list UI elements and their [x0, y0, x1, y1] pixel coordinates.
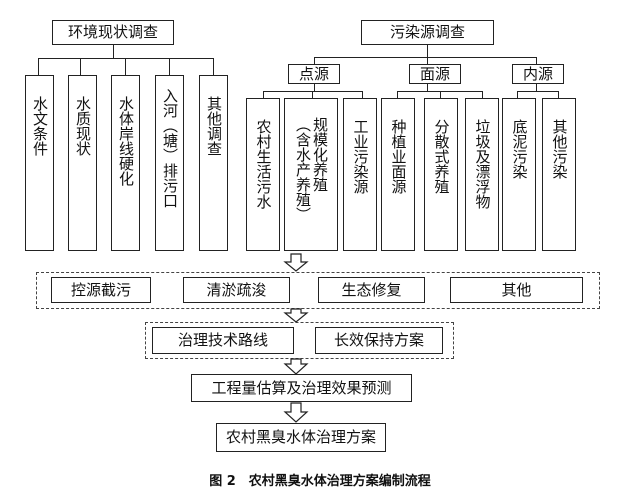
- down-arrow-icon: [283, 402, 309, 423]
- pollution-item-label: 垃圾及漂浮物: [473, 119, 492, 209]
- point-source-box: 点源: [288, 64, 340, 84]
- connector-line: [362, 91, 364, 99]
- survey-item-label: 水体岸线硬化: [117, 96, 135, 186]
- connector-line: [312, 91, 314, 99]
- connector-line: [314, 57, 316, 65]
- survey-item-outfall: 入河（塘）排污口: [155, 75, 184, 251]
- pollution-item-other: 其他污染: [542, 98, 576, 251]
- connector-line: [314, 83, 316, 91]
- connector-line: [427, 44, 429, 57]
- pollution-item-planting: 种植业面源: [381, 98, 415, 251]
- measures-group: [36, 272, 600, 309]
- survey-item-water-quality: 水质现状: [68, 75, 97, 251]
- figure-caption: 图 2 农村黑臭水体治理方案编制流程: [209, 474, 431, 489]
- pollution-item-label: 农村生活污水: [254, 119, 273, 209]
- survey-item-label: 其他调查: [205, 96, 223, 156]
- pollution-item-sediment: 底泥污染: [502, 98, 536, 251]
- survey-item-label: 水文条件: [31, 96, 49, 156]
- pollution-item-label: 种植业面源: [389, 119, 408, 194]
- pollution-item-label: 工业污染源: [351, 119, 370, 194]
- connector-line: [517, 91, 559, 93]
- estimate-box: 工程量估算及治理效果预测: [191, 374, 412, 402]
- connector-line: [558, 91, 560, 99]
- env-survey-title: 环境现状调查: [52, 20, 174, 45]
- connector-line: [536, 83, 538, 91]
- pollution-item-rural-sewage: 农村生活污水: [246, 98, 280, 251]
- survey-item-shoreline: 水体岸线硬化: [111, 75, 140, 251]
- connector-line: [440, 91, 442, 99]
- pollution-item-label: 分散式养殖: [432, 119, 451, 194]
- connector-line: [517, 91, 519, 99]
- pollution-item-label: 其他污染: [550, 119, 569, 179]
- connector-line: [125, 58, 127, 76]
- technical-route-box: 治理技术路线: [152, 327, 294, 354]
- connector-line: [397, 91, 399, 99]
- down-arrow-icon: [283, 358, 309, 375]
- pollution-item-label: 规模化养殖（含水产养殖）: [294, 117, 329, 222]
- connector-line: [113, 44, 115, 58]
- internal-source-box: 内源: [512, 64, 564, 84]
- measure-source-control: 控源截污: [51, 277, 151, 303]
- down-arrow-icon: [283, 308, 309, 323]
- connector-line: [169, 58, 171, 76]
- connector-line: [427, 83, 429, 91]
- survey-item-label: 水质现状: [74, 96, 92, 156]
- final-plan-box: 农村黑臭水体治理方案: [216, 423, 386, 452]
- connector-line: [80, 58, 82, 76]
- nonpoint-source-box: 面源: [409, 64, 461, 84]
- pollution-item-industrial: 工业污染源: [343, 98, 377, 251]
- survey-item-other: 其他调查: [199, 75, 228, 251]
- connector-line: [314, 57, 536, 59]
- pollution-survey-title: 污染源调查: [361, 20, 494, 45]
- connector-line: [213, 58, 215, 76]
- measure-other: 其他: [450, 277, 583, 303]
- long-term-plan-box: 长效保持方案: [315, 327, 443, 354]
- connector-line: [427, 57, 429, 65]
- survey-item-label: 入河（塘）排污口: [161, 88, 179, 208]
- down-arrow-icon: [283, 253, 309, 272]
- measure-dredging: 清淤疏浚: [183, 277, 290, 303]
- connector-line: [38, 58, 40, 76]
- connector-line: [536, 57, 538, 65]
- survey-item-hydrology: 水文条件: [25, 75, 54, 251]
- pollution-item-label: 底泥污染: [510, 119, 529, 179]
- connector-line: [482, 91, 484, 99]
- connector-line: [263, 91, 265, 99]
- measure-ecological-restoration: 生态修复: [318, 277, 425, 303]
- pollution-item-dispersed-breeding: 分散式养殖: [424, 98, 458, 251]
- pollution-item-livestock: 规模化养殖（含水产养殖）: [284, 98, 338, 251]
- pollution-item-garbage: 垃圾及漂浮物: [465, 98, 499, 251]
